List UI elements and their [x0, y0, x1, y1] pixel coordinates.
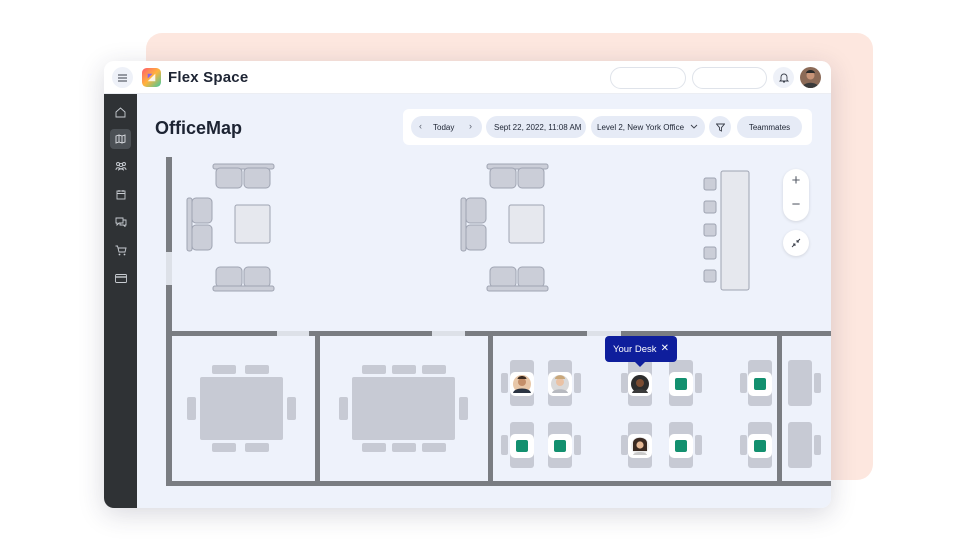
map-icon [115, 134, 126, 144]
date-label: Today [433, 123, 455, 132]
sidebar-item-map[interactable] [110, 129, 131, 149]
sidebar-item-chat[interactable] [110, 212, 131, 232]
office-map-view: OfficeMap ‹ Today › Sept 22, 2022, 11:08… [137, 94, 831, 508]
filter-icon [715, 123, 725, 132]
menu-icon [118, 74, 127, 81]
recenter-button[interactable] [783, 230, 809, 256]
zoom-out-button[interactable]: − [791, 196, 801, 213]
sidebar [104, 94, 137, 508]
teammates-button[interactable]: Teammates [737, 116, 802, 138]
desk-occupant-1[interactable] [510, 372, 534, 396]
chevron-right-icon[interactable]: › [469, 121, 472, 131]
flex-space-logo [142, 68, 161, 87]
page-title: OfficeMap [155, 118, 243, 138]
header-pill-1[interactable] [610, 67, 686, 89]
zoom-control: + − [783, 169, 809, 221]
top-bar: Flex Space [104, 61, 831, 94]
card-icon [114, 273, 127, 283]
location-label: Level 2, New York Office [597, 122, 685, 132]
location-selector[interactable]: Level 2, New York Office [591, 116, 705, 138]
lounge-center [460, 163, 549, 292]
app-window: Flex Space [104, 61, 831, 508]
date-picker[interactable]: ‹ Today › [411, 116, 482, 138]
your-desk-label: Your Desk [613, 343, 657, 355]
datetime-selector[interactable]: Sept 22, 2022, 11:08 AM [486, 116, 586, 138]
meeting-room-1 [187, 365, 296, 452]
desk-occupant-4[interactable] [628, 434, 652, 458]
app-title: Flex Space [168, 69, 249, 86]
lounge-left [186, 163, 275, 292]
zoom-in-button[interactable]: + [791, 172, 801, 189]
chat-icon [115, 217, 126, 227]
sidebar-item-cart[interactable] [110, 240, 131, 260]
desk-occupant-your-desk[interactable] [628, 372, 652, 396]
your-desk-tooltip: Your Desk ✕ [605, 336, 677, 367]
map-toolbar: ‹ Today › Sept 22, 2022, 11:08 AM Level … [403, 109, 812, 145]
menu-button[interactable] [112, 67, 133, 88]
notifications-button[interactable] [773, 67, 794, 88]
calendar-icon [116, 189, 125, 199]
header-pill-2[interactable] [692, 67, 767, 89]
home-icon [115, 106, 126, 117]
chevron-down-icon [690, 124, 698, 129]
user-avatar[interactable] [800, 67, 821, 88]
close-icon[interactable]: ✕ [660, 343, 669, 354]
cart-icon [115, 245, 127, 255]
available-desk-markers[interactable] [510, 372, 772, 458]
bench-right [703, 170, 750, 291]
chevron-left-icon[interactable]: ‹ [419, 121, 422, 131]
sidebar-item-people[interactable] [110, 156, 131, 176]
collapse-arrows-icon [791, 238, 801, 248]
walls [166, 157, 831, 486]
bell-icon [778, 73, 789, 83]
sidebar-item-calendar[interactable] [110, 184, 131, 204]
people-icon [115, 162, 126, 171]
floor-plan [166, 157, 831, 486]
sidebar-item-home[interactable] [110, 102, 131, 122]
sidebar-item-card[interactable] [110, 268, 131, 288]
filter-button[interactable] [709, 116, 731, 138]
meeting-room-2 [339, 365, 468, 452]
desk-occupant-2[interactable] [548, 372, 572, 396]
